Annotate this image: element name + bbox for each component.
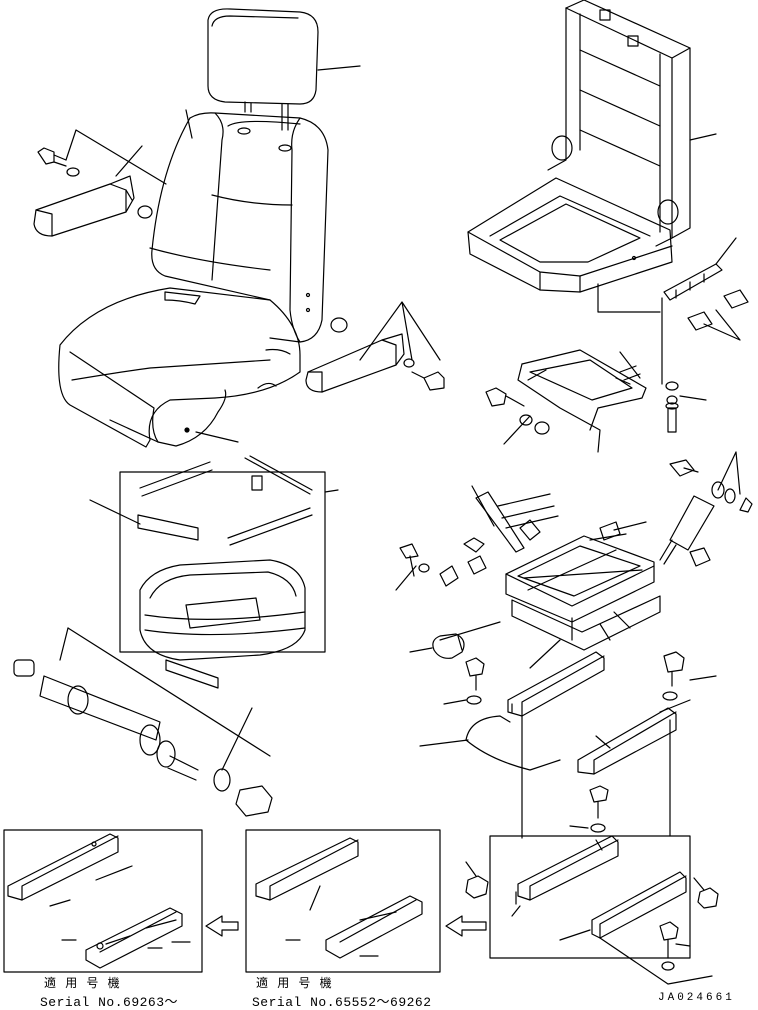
slide-rails: [419, 639, 717, 839]
drawing-code: JA024661: [658, 992, 735, 1004]
seat-pan-kit: [89, 455, 339, 689]
backrest-frame: [467, 0, 717, 313]
recliner-bar-kit: [13, 627, 273, 817]
inset-right: [245, 829, 441, 973]
arrow-to-right-inset: [445, 915, 487, 937]
suspension-unit: [395, 451, 753, 659]
inset-right-heading: 適 用 号 機: [256, 977, 333, 991]
inset-left-heading: 適 用 号 機: [44, 977, 121, 991]
arrow-to-left-inset: [205, 915, 239, 937]
seat-assembly: [33, 8, 445, 448]
inset-right-serial: Serial No.65552～69262: [252, 995, 432, 1010]
inset-left: [3, 829, 203, 973]
slide-mechanism: [485, 237, 749, 453]
floor-rail-box: [465, 785, 719, 985]
inset-left-serial: Serial No.69263～: [40, 995, 179, 1010]
